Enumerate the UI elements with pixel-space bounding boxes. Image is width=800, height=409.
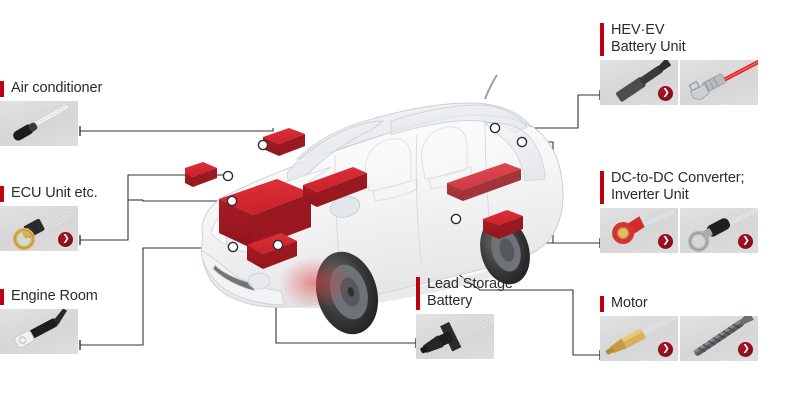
callout-label: ECU Unit etc. bbox=[11, 185, 98, 201]
chevron-right-icon: ❯ bbox=[662, 344, 670, 354]
component-engine-room bbox=[247, 233, 297, 269]
component-ecu-main bbox=[219, 179, 311, 249]
component-air-conditioner bbox=[263, 128, 305, 156]
thumbnail-arrow-button[interactable]: ❯ bbox=[658, 86, 673, 101]
chevron-right-icon: ❯ bbox=[742, 344, 750, 354]
callout-label: Lead Storage Battery bbox=[427, 276, 513, 309]
chevron-right-icon: ❯ bbox=[742, 236, 750, 246]
callout-label: Air conditioner bbox=[11, 80, 103, 96]
thumbnail-ecu-ring-terminal[interactable]: ❯ bbox=[0, 206, 78, 251]
accent-bar-icon bbox=[0, 289, 4, 305]
callout-title-hev-ev-battery-unit: HEV·EV Battery Unit bbox=[600, 22, 758, 56]
chevron-right-icon: ❯ bbox=[662, 88, 670, 98]
thumbnail-arrow-button[interactable]: ❯ bbox=[658, 342, 673, 357]
callout-ecu-unit: ECU Unit etc. ❯ bbox=[0, 185, 98, 251]
engine-bay-glow bbox=[279, 257, 351, 309]
thumbnail-group: ❯ ❯ bbox=[600, 208, 758, 253]
thumbnail-group bbox=[416, 314, 513, 359]
accent-bar-icon bbox=[600, 296, 604, 312]
thumbnail-arrow-button[interactable]: ❯ bbox=[738, 342, 753, 357]
callout-title-engine-room: Engine Room bbox=[0, 288, 98, 305]
callout-title-air-conditioner: Air conditioner bbox=[0, 80, 102, 97]
callout-air-conditioner: Air conditioner bbox=[0, 80, 102, 146]
component-ecu-upper bbox=[179, 162, 217, 187]
callout-title-ecu-unit: ECU Unit etc. bbox=[0, 185, 98, 202]
callout-hev-ev-battery-unit: HEV·EV Battery Unit ❯ bbox=[600, 22, 758, 105]
thumbnail-motor-bullet-terminal[interactable]: ❯ bbox=[600, 316, 678, 361]
thumbnail-group: ❯ bbox=[0, 206, 98, 251]
thumbnail-arrow-button[interactable]: ❯ bbox=[58, 232, 73, 247]
chevron-right-icon: ❯ bbox=[662, 236, 670, 246]
thumbnail-group bbox=[0, 309, 98, 354]
callout-title-lead-storage-battery: Lead Storage Battery bbox=[416, 276, 513, 310]
thumbnail-dcdc-red-ring-terminal[interactable]: ❯ bbox=[600, 208, 678, 253]
callout-title-motor: Motor bbox=[600, 295, 758, 312]
component-hev-battery bbox=[447, 163, 521, 201]
callout-label: DC-to-DC Converter; Inverter Unit bbox=[611, 170, 745, 203]
callout-lead-storage-battery: Lead Storage Battery bbox=[416, 276, 513, 359]
vehicle-illustration bbox=[179, 55, 585, 355]
callout-title-dc-to-dc-converter: DC-to-DC Converter; Inverter Unit bbox=[600, 170, 758, 204]
callout-label: Engine Room bbox=[11, 288, 98, 304]
thumbnail-air-conditioner-connector[interactable] bbox=[0, 101, 78, 146]
callout-motor: Motor ❯ bbox=[600, 295, 758, 361]
chevron-right-icon: ❯ bbox=[62, 234, 70, 244]
callout-label: Motor bbox=[611, 295, 648, 311]
thumbnail-group: ❯ bbox=[600, 316, 758, 361]
component-center-bar bbox=[303, 167, 367, 207]
thumbnail-arrow-button[interactable]: ❯ bbox=[738, 234, 753, 249]
thumbnail-motor-braided-cable[interactable]: ❯ bbox=[680, 316, 758, 361]
callout-engine-room: Engine Room bbox=[0, 288, 98, 354]
accent-bar-icon bbox=[600, 171, 604, 204]
thumbnail-group bbox=[0, 101, 102, 146]
accent-bar-icon bbox=[0, 186, 4, 202]
thumbnail-group: ❯ bbox=[600, 60, 758, 105]
component-dcdc bbox=[483, 210, 523, 239]
thumbnail-arrow-button[interactable]: ❯ bbox=[658, 234, 673, 249]
callout-label: HEV·EV Battery Unit bbox=[611, 22, 686, 55]
callout-dc-to-dc-converter: DC-to-DC Converter; Inverter Unit ❯ bbox=[600, 170, 758, 253]
thumbnail-engine-room-terminal[interactable] bbox=[0, 309, 78, 354]
thumbnail-hev-red-cable-crimp[interactable] bbox=[680, 60, 758, 105]
thumbnail-dcdc-silver-ring-terminal[interactable]: ❯ bbox=[680, 208, 758, 253]
accent-bar-icon bbox=[0, 81, 4, 97]
accent-bar-icon bbox=[600, 23, 604, 56]
accent-bar-icon bbox=[416, 277, 420, 310]
thumbnail-hev-flat-blade-terminal[interactable]: ❯ bbox=[600, 60, 678, 105]
thumbnail-lead-battery-post-clamp[interactable] bbox=[416, 314, 494, 359]
